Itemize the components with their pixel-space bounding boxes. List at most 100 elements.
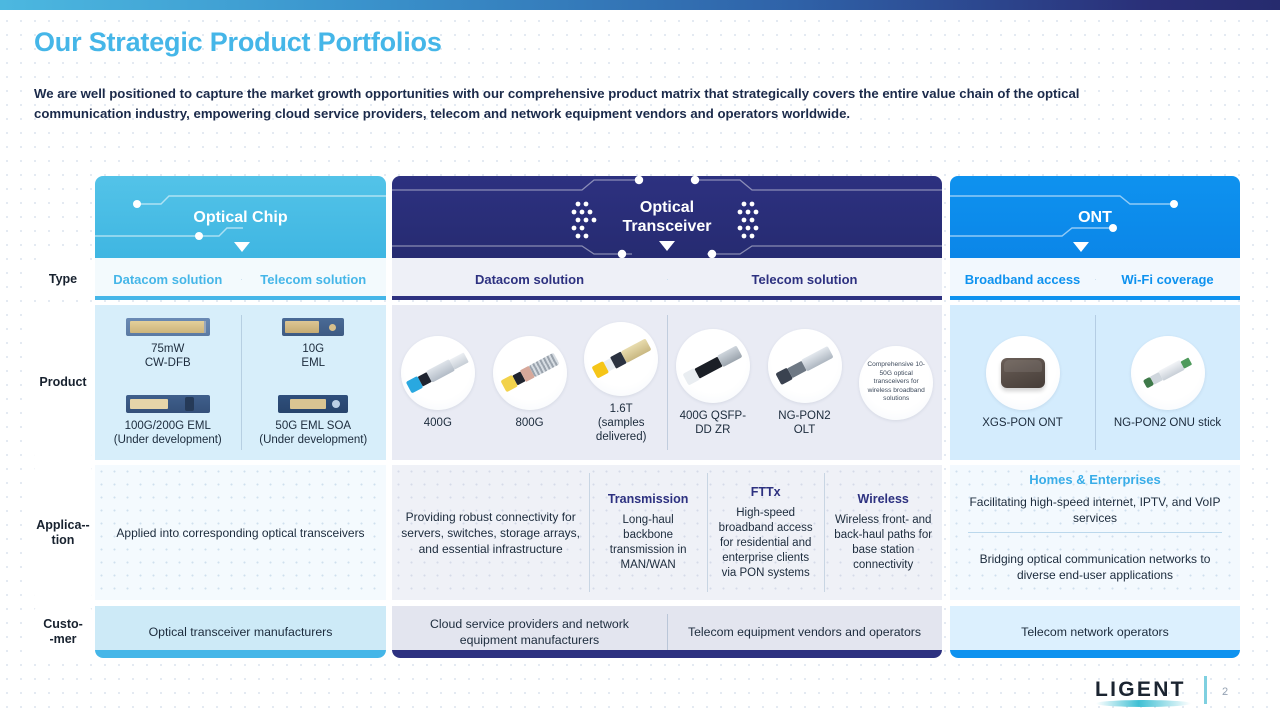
product-label-line1: 50G EML SOA bbox=[275, 419, 352, 432]
product-label: 1.6T (samples delivered) bbox=[577, 402, 665, 444]
column-header-line1: Optical bbox=[639, 199, 695, 216]
product-group-trx-datacom: 400G 800G bbox=[392, 305, 667, 460]
application-cell-transmission: Transmission Long-haul backbone transmis… bbox=[589, 465, 707, 600]
product-group-chip-datacom: 75mW CW-DFB 100G/200G EML (Under develop… bbox=[95, 305, 241, 460]
product-photo-800g bbox=[492, 335, 567, 410]
product-label: 50G EML SOA (Under development) bbox=[259, 419, 367, 447]
chip-image-75mw-cw-dfb bbox=[125, 318, 210, 337]
qsfp-dd-module-black-icon bbox=[682, 345, 743, 386]
product-card-1-6t[interactable]: 1.6T (samples delivered) bbox=[575, 305, 667, 460]
type-row-ont: Broadband access Wi-Fi coverage bbox=[950, 258, 1240, 300]
product-label-line1: 100G/200G EML bbox=[124, 419, 211, 432]
column-header-optical-chip[interactable]: Optical Chip bbox=[95, 176, 386, 258]
customer-bottom-bar-chip bbox=[95, 650, 386, 658]
product-photo-ng-pon2-olt bbox=[767, 328, 842, 403]
product-label-line2: (Under development) bbox=[113, 433, 222, 446]
chip-image-50g-eml-soa bbox=[278, 394, 349, 413]
product-group-ont-wifi: NG-PON2 ONU stick bbox=[1095, 305, 1240, 460]
type-datacom-trx[interactable]: Datacom solution bbox=[474, 271, 585, 287]
page-number: 2 bbox=[1222, 686, 1229, 698]
product-label-line1: 10G bbox=[302, 343, 325, 356]
application-text-wireless: Wireless front- and back-haul paths for … bbox=[834, 514, 933, 571]
qsfp-module-blue-icon bbox=[406, 352, 470, 394]
type-row-optical-chip: Datacom solution Telecom solution bbox=[95, 258, 386, 300]
product-label-line2: (Under development) bbox=[259, 433, 368, 446]
application-text-ont-1: Facilitating high-speed internet, IPTV, … bbox=[969, 494, 1221, 525]
product-card-400g[interactable]: 400G bbox=[392, 305, 484, 460]
logo-separator-bar bbox=[1204, 676, 1207, 704]
column-header-optical-transceiver[interactable]: Optical Transceiver bbox=[392, 176, 942, 258]
application-text-ont-2: Bridging optical communication networks … bbox=[979, 551, 1211, 582]
customer-cell-trx-datacom: Cloud service providers and network equi… bbox=[392, 606, 667, 658]
product-group-ont-broadband: XGS-PON ONT bbox=[950, 305, 1095, 460]
product-note-circle: Comprehensive 10-50G optical transceiver… bbox=[859, 345, 934, 420]
product-photo-xgs-pon-ont bbox=[985, 335, 1060, 410]
application-cell-fttx: FTTx High-speed broadband access for res… bbox=[706, 465, 825, 600]
application-head-fttx: FTTx bbox=[750, 484, 781, 499]
product-group-chip-telecom: 10G EML 50G EML SOA (Under development) bbox=[240, 305, 387, 460]
divider-rule-chip bbox=[95, 296, 386, 300]
type-row-transceiver: Datacom solution Telecom solution bbox=[392, 258, 942, 300]
product-group-trx-telecom: 400G QSFP- DD ZR NG-PON2 OLT bbox=[667, 305, 942, 460]
column-header-ont[interactable]: ONT bbox=[950, 176, 1240, 258]
application-cell-trx-datacom: Providing robust connectivity for server… bbox=[392, 465, 589, 600]
column-header-label: ONT bbox=[1078, 208, 1112, 226]
product-card-wireless-broadband-note[interactable]: Comprehensive 10-50G optical transceiver… bbox=[850, 305, 942, 460]
application-text-transmission: Long-haul backbone transmission in MAN/W… bbox=[609, 514, 687, 571]
product-photo-1-6t bbox=[584, 321, 659, 396]
type-telecom-trx[interactable]: Telecom solution bbox=[667, 272, 942, 287]
osfp-module-yellow-icon bbox=[499, 352, 560, 393]
type-wifi-coverage[interactable]: Wi-Fi coverage bbox=[1095, 272, 1240, 287]
product-label-line1: NG-PON2 bbox=[778, 409, 831, 422]
product-card-xgs-pon-ont[interactable]: XGS-PON ONT bbox=[950, 305, 1095, 460]
product-label: 400G QSFP- DD ZR bbox=[680, 409, 746, 437]
customer-text-chip: Optical transceiver manufacturers bbox=[148, 625, 333, 639]
product-label-line2: OLT bbox=[793, 423, 816, 436]
product-card-400g-qsfp-dd-zr[interactable]: 400G QSFP- DD ZR bbox=[667, 305, 759, 460]
product-label: NG-PON2 OLT bbox=[778, 409, 830, 437]
product-row-ont: XGS-PON ONT NG-PON2 ONU stick bbox=[950, 305, 1240, 460]
product-label-line2: EML bbox=[301, 357, 326, 370]
row-label-application-line2: tion bbox=[51, 532, 75, 547]
company-logo: LIGENT bbox=[1095, 678, 1186, 701]
logo-swoosh-icon bbox=[1096, 700, 1191, 707]
chip-image-10g-eml bbox=[282, 318, 345, 337]
application-divider bbox=[968, 532, 1222, 533]
column-header-line2: Transceiver bbox=[622, 218, 712, 235]
product-row-optical-chip: 75mW CW-DFB 100G/200G EML (Under develop… bbox=[95, 305, 386, 460]
product-card-ng-pon2-olt[interactable]: NG-PON2 OLT bbox=[759, 305, 851, 460]
application-text-chip: Applied into corresponding optical trans… bbox=[116, 525, 365, 540]
ont-box-icon bbox=[1000, 357, 1045, 388]
customer-text-trx-datacom: Cloud service providers and network equi… bbox=[430, 617, 629, 647]
product-label: 10G EML bbox=[301, 342, 325, 370]
customer-row-optical-chip: Optical transceiver manufacturers bbox=[95, 606, 386, 658]
product-row-transceiver: 400G 800G bbox=[392, 305, 942, 460]
application-head-transmission: Transmission bbox=[607, 492, 689, 506]
application-cell-wireless: Wireless Wireless front- and back-haul p… bbox=[824, 465, 942, 600]
customer-bottom-bar-ont bbox=[950, 650, 1240, 658]
onu-stick-icon bbox=[1142, 356, 1192, 390]
product-photo-ng-pon2-onu-stick bbox=[1130, 335, 1205, 410]
product-note-text: Comprehensive 10-50G optical transceiver… bbox=[867, 361, 925, 403]
application-head-homes-enterprises: Homes & Enterprises bbox=[1029, 471, 1161, 487]
product-card-ng-pon2-onu-stick[interactable]: NG-PON2 ONU stick bbox=[1095, 305, 1240, 460]
product-label-line1: 400G QSFP- bbox=[679, 409, 747, 422]
product-label-line2: DD ZR bbox=[695, 423, 731, 436]
product-label: 800G bbox=[515, 416, 544, 429]
customer-cell-chip: Optical transceiver manufacturers bbox=[95, 606, 386, 658]
customer-row-transceiver: Cloud service providers and network equi… bbox=[392, 606, 942, 658]
customer-cell-ont: Telecom network operators bbox=[950, 606, 1240, 658]
page-subtitle: We are well positioned to capture the ma… bbox=[34, 86, 1080, 121]
type-telecom-chip[interactable]: Telecom solution bbox=[240, 272, 387, 287]
customer-cell-trx-telecom: Telecom equipment vendors and operators bbox=[667, 606, 942, 658]
product-card-800g[interactable]: 800G bbox=[484, 305, 576, 460]
customer-row-ont: Telecom network operators bbox=[950, 606, 1240, 658]
type-datacom-chip[interactable]: Datacom solution bbox=[113, 271, 223, 287]
application-text-fttx: High-speed broadband access for resident… bbox=[718, 506, 813, 579]
customer-text-trx-telecom: Telecom equipment vendors and operators bbox=[687, 625, 922, 639]
application-cell-ont-top: Homes & Enterprises Facilitating high-sp… bbox=[950, 465, 1240, 532]
divider-rule-transceiver bbox=[392, 296, 942, 300]
type-broadband-access[interactable]: Broadband access bbox=[964, 271, 1081, 287]
row-label-application: Applica-- tion bbox=[34, 465, 92, 600]
